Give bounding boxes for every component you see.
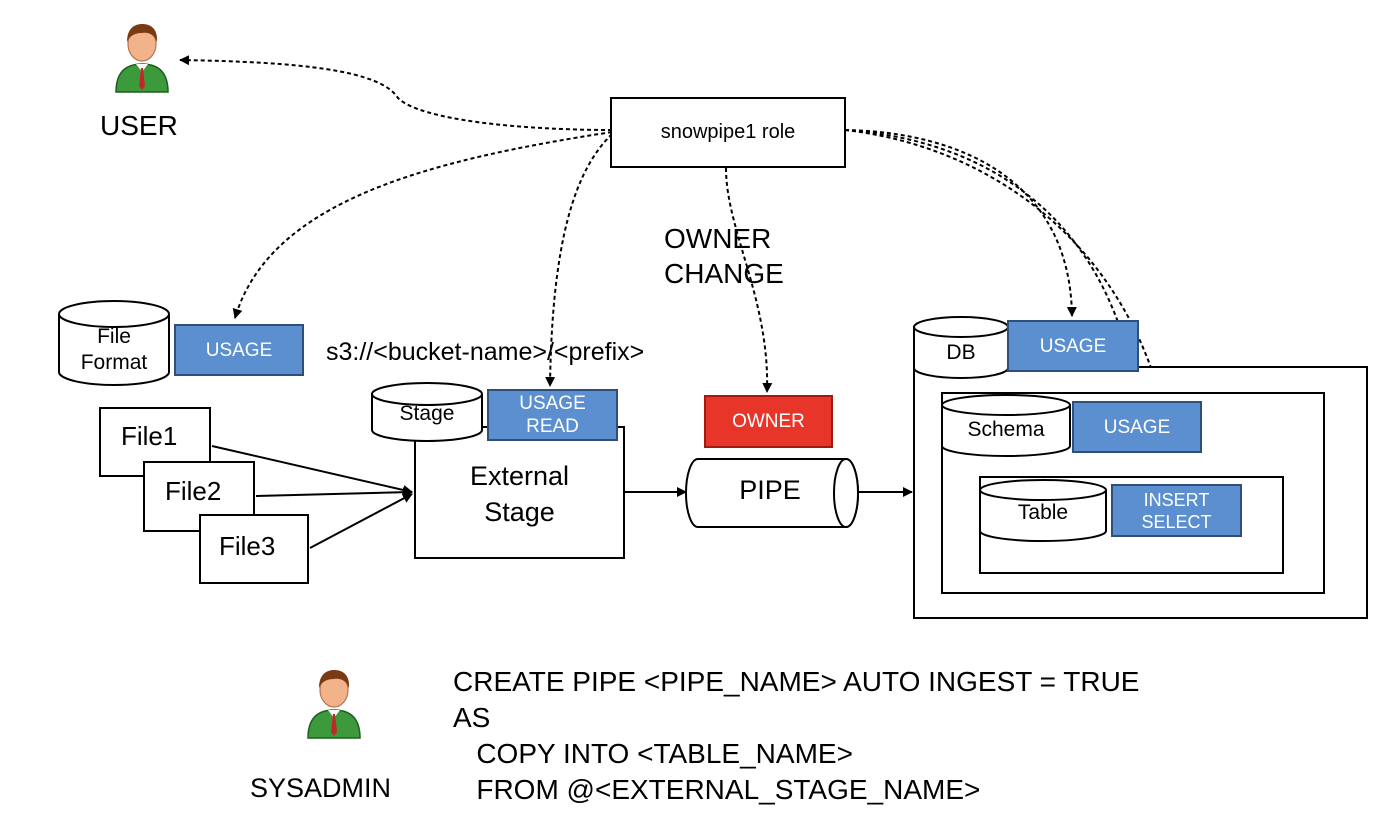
- table-insert-select-badge: INSERT SELECT: [1111, 484, 1242, 537]
- schema-cylinder-shape: [941, 394, 1071, 457]
- role-to-pipe-arrow: [725, 167, 773, 393]
- db-usage-badge: USAGE: [1007, 320, 1139, 372]
- user-person-icon: [115, 24, 169, 93]
- db-label: DB: [946, 341, 976, 364]
- db-cylinder-shape: [913, 316, 1009, 379]
- file1-to-stage-arrow: [211, 445, 413, 495]
- role-to-schema-arrow: [844, 129, 1141, 399]
- table-cylinder-shape: [979, 479, 1107, 542]
- schema-cylinder[interactable]: Schema: [941, 394, 1071, 458]
- role-to-db-arrow: [844, 129, 1077, 317]
- role-to-fileformat-arrow: [232, 131, 613, 319]
- owner-change-label: OWNER CHANGE: [664, 223, 784, 289]
- stage-cylinder-shape: [371, 382, 483, 442]
- sql-line: COPY INTO <TABLE_NAME>: [453, 738, 853, 769]
- file-format-label: File Format: [80, 325, 148, 374]
- file3-to-stage-arrow: [309, 493, 413, 549]
- file2-to-stage-arrow: [255, 487, 413, 498]
- stage-cylinder[interactable]: Stage: [371, 382, 483, 444]
- pipe-cylinder[interactable]: [685, 457, 860, 529]
- sysadmin-label: SYSADMIN: [250, 773, 392, 803]
- s3-path-label: s3://<bucket-name>/<prefix>: [326, 338, 645, 366]
- sql-line: FROM @<EXTERNAL_STAGE_NAME>: [453, 774, 981, 805]
- sql-statement: CREATE PIPE <PIPE_NAME> AUTO INGEST = TR…: [453, 664, 1139, 808]
- file3-box[interactable]: File3: [199, 514, 309, 584]
- table-label: Table: [1017, 501, 1069, 524]
- stage-usage-read-badge: USAGE READ: [487, 389, 618, 441]
- role-to-stage-arrow: [545, 133, 613, 387]
- stage-label: Stage: [399, 402, 455, 425]
- external-stage-box[interactable]: External Stage: [414, 426, 625, 559]
- sql-line: AS: [453, 702, 491, 733]
- sql-line: CREATE PIPE <PIPE_NAME> AUTO INGEST = TR…: [453, 666, 1140, 697]
- schema-usage-badge: USAGE: [1072, 401, 1202, 453]
- file-format-usage-badge: USAGE: [174, 324, 304, 376]
- file-format-cylinder-shape: [58, 300, 170, 386]
- sysadmin-person-icon: [307, 670, 361, 739]
- role-label: snowpipe1 role: [660, 121, 796, 143]
- db-cylinder[interactable]: DB: [913, 316, 1009, 380]
- external-stage-label: External Stage: [469, 461, 570, 527]
- schema-label: Schema: [967, 418, 1045, 441]
- role-to-user-arrow: [179, 55, 613, 131]
- table-cylinder[interactable]: Table: [979, 479, 1107, 543]
- file-format-cylinder[interactable]: File Format: [58, 300, 170, 386]
- user-label: USER: [100, 110, 178, 141]
- pipe-label: PIPE: [739, 475, 801, 505]
- pipe-owner-badge: OWNER: [704, 395, 833, 448]
- role-box[interactable]: snowpipe1 role: [610, 97, 846, 168]
